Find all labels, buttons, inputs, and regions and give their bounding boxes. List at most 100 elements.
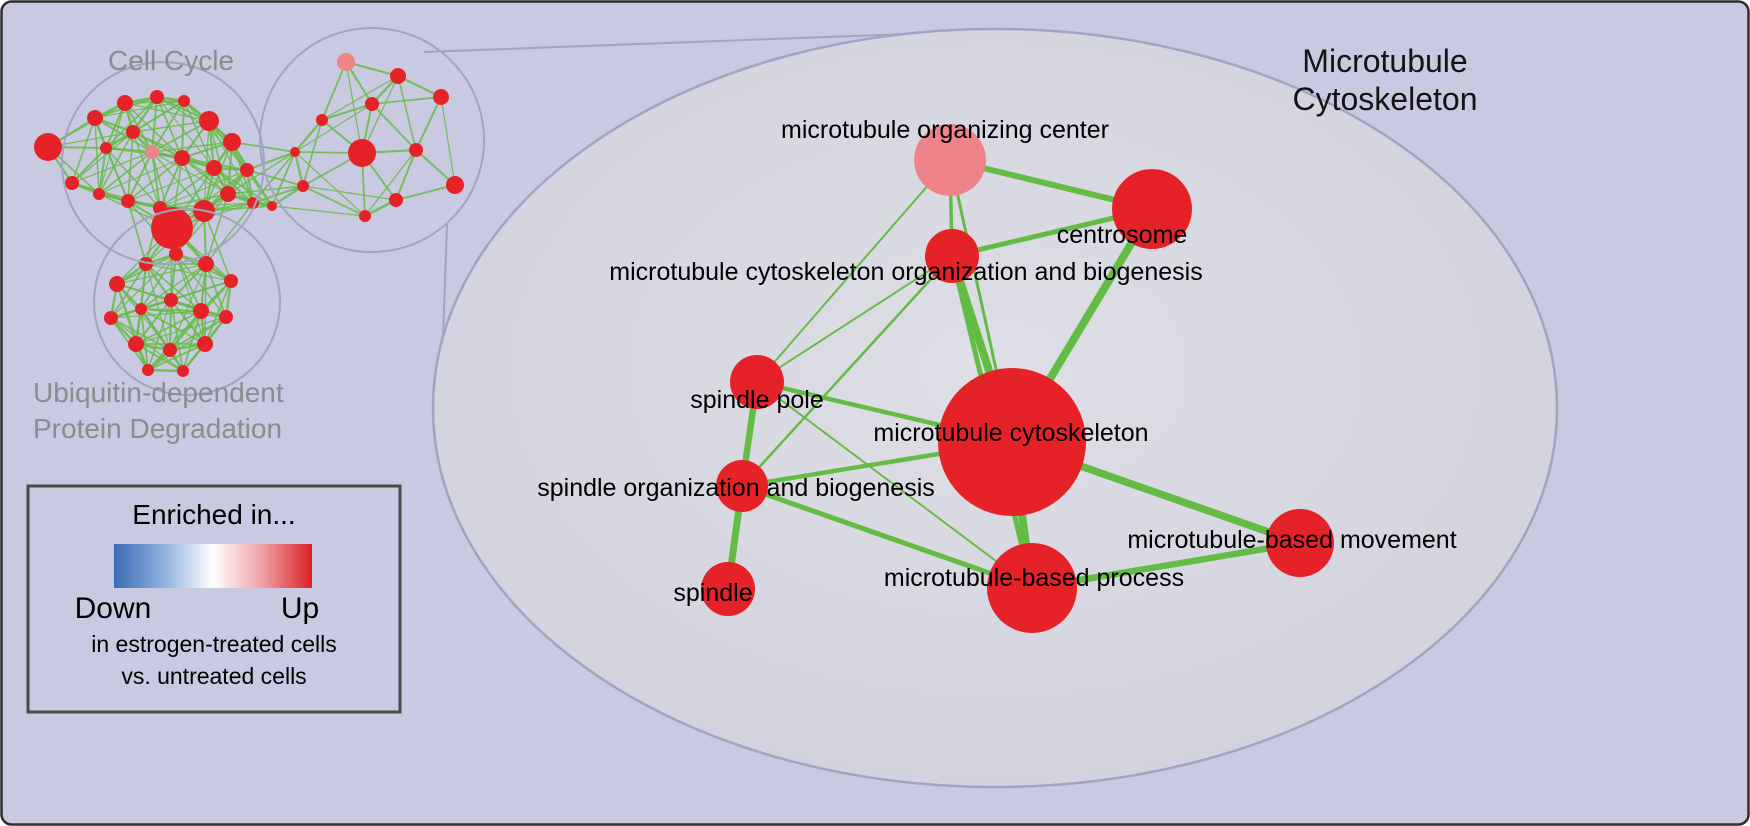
detail-edge-sob-mbp xyxy=(739,483,1035,591)
detail-node-mcob xyxy=(925,229,979,283)
overview-edge xyxy=(208,120,229,195)
overview-edge xyxy=(110,310,202,319)
overview-node xyxy=(87,110,103,126)
legend-down-label: Down xyxy=(75,592,152,625)
overview-node xyxy=(390,68,406,84)
overview-edge xyxy=(94,117,153,153)
overview-node xyxy=(267,201,277,211)
overview-edge xyxy=(71,147,107,184)
overview-node xyxy=(151,207,193,249)
overview-node xyxy=(290,147,300,157)
overview-node xyxy=(135,303,147,315)
overview-edge xyxy=(361,75,399,154)
overview-edge xyxy=(168,299,173,351)
overview-edge xyxy=(127,157,183,202)
overview-edge xyxy=(246,151,296,171)
overview-edge xyxy=(71,151,153,184)
cluster-label-ubiquitin-line1: Ubiquitin-dependent xyxy=(33,377,284,408)
overview-node xyxy=(34,133,62,161)
overview-edge xyxy=(105,96,158,149)
overview-edge xyxy=(294,119,323,153)
overview-edge xyxy=(110,263,147,319)
overview-edge xyxy=(127,131,134,202)
overview-node xyxy=(365,97,379,111)
legend-up-label: Up xyxy=(281,592,319,625)
overview-edge xyxy=(98,157,183,195)
overview-node xyxy=(174,150,190,166)
overview-edge xyxy=(145,263,171,351)
detail-node-label-sob: spindle organization and biogenesis xyxy=(537,474,935,502)
detail-edge-mcob-spindle_pole xyxy=(756,255,953,383)
overview-edge xyxy=(135,316,227,345)
overview-edge xyxy=(132,120,210,133)
overview-node xyxy=(117,95,133,111)
overview-node xyxy=(142,364,154,376)
detail-node-mbp xyxy=(987,543,1077,633)
overview-edge xyxy=(271,205,366,217)
overview-edge xyxy=(183,100,248,171)
detail-node-moc xyxy=(914,124,986,196)
cluster-circle-ubiquitin xyxy=(93,208,281,396)
overview-edge xyxy=(151,151,229,195)
detail-node-label-mc: microtubule cytoskeleton xyxy=(873,419,1148,447)
overview-node xyxy=(409,143,423,157)
legend-caption-line2: vs. untreated cells xyxy=(121,663,306,689)
overview-node xyxy=(240,163,254,177)
overview-node xyxy=(206,160,222,176)
overview-node xyxy=(433,89,449,105)
overview-edge xyxy=(116,263,207,285)
overview-edge xyxy=(294,151,366,217)
overview-edge xyxy=(170,299,206,345)
overview-edge xyxy=(124,102,153,153)
overview-node xyxy=(446,176,464,194)
detail-node-spindle_pole xyxy=(730,355,784,409)
detail-edge-spindle_pole-mbp xyxy=(756,381,1033,589)
overview-edge xyxy=(159,169,248,209)
detail-node-label-centrosome: centrosome xyxy=(1057,221,1188,249)
detail-node-mc xyxy=(938,368,1086,516)
overview-edge xyxy=(181,157,229,195)
overview-edge xyxy=(140,263,207,310)
overview-node xyxy=(100,142,112,154)
overview-edge xyxy=(302,185,397,201)
overview-edge xyxy=(175,253,206,345)
overview-edge xyxy=(321,75,399,121)
overview-edge xyxy=(156,96,215,169)
overview-edge xyxy=(98,131,134,195)
detail-node-label-mbp: microtubule-based process xyxy=(884,564,1184,592)
cluster-circle-cell-cycle xyxy=(61,61,265,265)
overview-edge xyxy=(302,185,366,217)
detail-node-centrosome xyxy=(1112,169,1192,249)
overview-edge xyxy=(252,185,304,204)
overview-node xyxy=(169,247,183,261)
overview-edge xyxy=(345,61,363,154)
cluster-circles xyxy=(61,27,485,396)
overview-edge xyxy=(169,253,178,301)
overview-node xyxy=(65,176,79,190)
overview-edge xyxy=(415,96,442,151)
cluster-circle-microtubule xyxy=(259,27,485,253)
legend: Enriched in... Down Up in estrogen-treat… xyxy=(26,484,402,714)
overview-edge xyxy=(227,185,304,195)
overview-edge xyxy=(203,205,273,212)
overview-edge xyxy=(159,167,215,209)
overview-node xyxy=(164,293,178,307)
detail-node-label-spindle: spindle xyxy=(673,579,752,607)
overview-node xyxy=(198,256,214,272)
overview-node xyxy=(109,276,125,292)
overview-edge xyxy=(127,200,147,265)
overview-node xyxy=(178,95,190,107)
overview-edge xyxy=(294,103,373,153)
overview-node xyxy=(348,139,376,167)
overview-node xyxy=(150,90,164,104)
legend-box xyxy=(26,484,402,714)
overview-edge xyxy=(170,280,232,301)
overview-node xyxy=(128,336,144,352)
cluster-label-ubiquitin-line2: Protein Degradation xyxy=(33,413,282,444)
overview-edge xyxy=(364,149,417,217)
overview-edge xyxy=(321,103,373,121)
overview-edge xyxy=(440,96,456,186)
overview-edge xyxy=(105,147,161,209)
overview-edge xyxy=(151,141,233,153)
